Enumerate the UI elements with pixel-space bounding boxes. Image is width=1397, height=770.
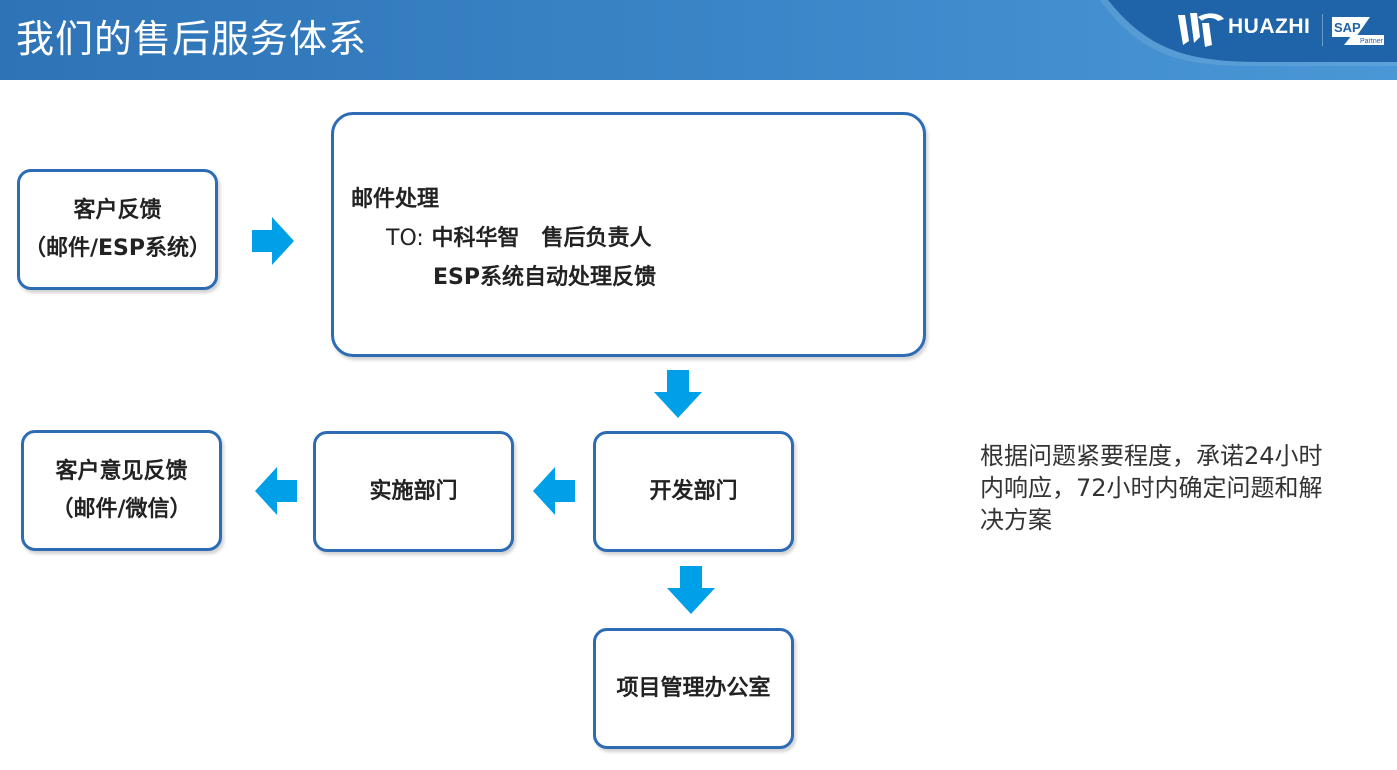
node-dev-dept: 开发部门 [593, 431, 794, 552]
node-impl-dept: 实施部门 [313, 431, 514, 552]
node-email-processing-recipient-row: TO: 中科华智 售后负责人 [386, 220, 651, 252]
arrow-left-icon [255, 467, 297, 515]
node-customer-opinion-line2: （邮件/微信） [51, 496, 192, 522]
recipient-line1: 中科华智 售后负责人 [431, 226, 652, 251]
node-email-processing: 邮件处理 TO: 中科华智 售后负责人 ESP系统自动处理反馈 [331, 112, 926, 357]
logo-divider [1322, 14, 1323, 46]
sap-badge-subtext: Partner [1360, 38, 1384, 45]
arrow-right-icon [252, 217, 294, 265]
node-customer-opinion: 客户意见反馈 （邮件/微信） [21, 430, 222, 551]
node-customer-feedback-line1: 客户反馈 [73, 197, 162, 223]
huazhi-logo-icon [1178, 13, 1224, 47]
node-impl-dept-label: 实施部门 [369, 478, 458, 504]
to-prefix-label: TO: [386, 226, 424, 251]
node-customer-feedback: 客户反馈 （邮件/ESP系统） [17, 169, 218, 290]
node-customer-opinion-line1: 客户意见反馈 [55, 458, 188, 484]
sap-badge-text: SAP [1334, 20, 1361, 35]
node-email-processing-title: 邮件处理 [351, 187, 440, 212]
arrow-left-icon [533, 467, 575, 515]
node-dev-dept-label: 开发部门 [649, 478, 738, 504]
node-pmo-label: 项目管理办公室 [616, 675, 771, 701]
arrow-down-icon [667, 566, 715, 614]
side-note: 根据问题紧要程度，承诺24小时内响应，72小时内确定问题和解决方案 [980, 442, 1323, 534]
sap-partner-badge-icon: SAP Partner [1332, 17, 1384, 45]
arrow-down-icon [654, 370, 702, 418]
logo-text: HUAZHI [1228, 15, 1311, 38]
page-title: 我们的售后服务体系 [16, 17, 368, 61]
node-pmo: 项目管理办公室 [593, 628, 794, 749]
recipient-line2: ESP系统自动处理反馈 [433, 265, 656, 290]
node-customer-feedback-line2: （邮件/ESP系统） [23, 235, 212, 261]
